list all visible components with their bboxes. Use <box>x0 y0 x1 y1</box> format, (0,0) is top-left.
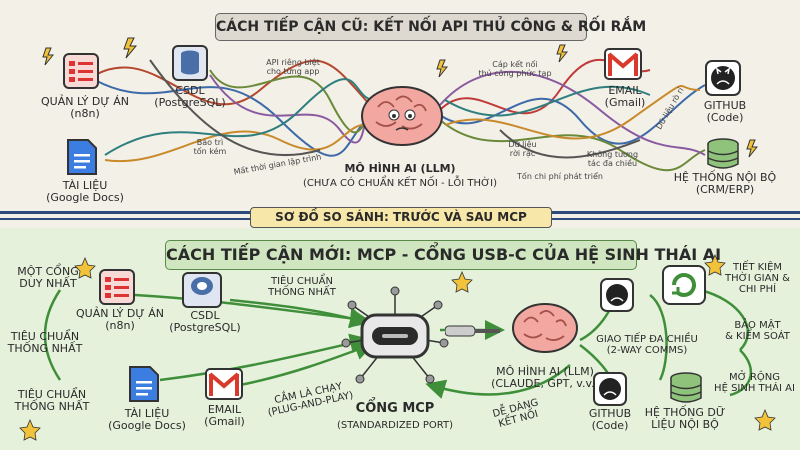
usb-c-port-icon <box>340 285 450 389</box>
old-db-label: CSDL(PostgreSQL) <box>154 84 226 109</box>
new-github-label: GITHUB(Code) <box>588 407 632 432</box>
note-expand-ecosystem: MỞ RỘNG HỆ SINH THÁI AI <box>714 372 795 394</box>
database-icon <box>172 45 208 85</box>
new-db-label: CSDL(PostgreSQL) <box>169 309 241 334</box>
note-separate-api: API riêng biệt cho từng app <box>266 58 320 76</box>
gmail-icon <box>604 48 642 84</box>
gmail-icon-new <box>205 368 243 404</box>
internal-system-icon <box>705 138 741 174</box>
refresh-icon <box>662 265 706 309</box>
database-icon-new <box>182 272 222 312</box>
comparison-banner: SƠ ĐỒ SO SÁNH: TRƯỚC VÀ SAU MCP <box>250 207 552 228</box>
mcp-port-label: CỔNG MCP <box>355 401 435 416</box>
note-save-time-cost: TIẾT KIỆM THỜI GIAN & CHI PHÍ <box>725 262 790 295</box>
new-llm-label: MÔ HÌNH AI (LLM)(CLAUDE, GPT, v.v.) <box>491 365 599 390</box>
github-icon-new <box>593 372 627 410</box>
note-incompatible: Không tương tác đa chiều <box>586 150 639 168</box>
old-approach-title: CÁCH TIẾP CẬN CŨ: KẾT NỐI API THỦ CÔNG &… <box>215 13 646 41</box>
new-docs-label: TÀI LIỆU(Google Docs) <box>108 407 186 432</box>
internal-system-icon-new <box>668 372 704 408</box>
old-project-label: QUẢN LÝ DỰ ÁN(n8n) <box>41 95 129 120</box>
document-icon-new <box>128 365 160 407</box>
new-approach-title: CÁCH TIẾP CẬN MỚI: MCP - CỔNG USB-C CỦA … <box>165 240 721 270</box>
github-icon <box>705 60 741 100</box>
document-icon <box>66 138 98 180</box>
note-costly: Bảo trì tốn kém <box>193 138 227 156</box>
old-llm-sub: (CHƯA CÓ CHUẨN KẾT NỐI - LỖI THỜI) <box>303 178 497 189</box>
brain-icon <box>358 82 446 154</box>
project-management-icon-new <box>98 268 136 310</box>
lightning-decorations <box>42 37 759 158</box>
old-llm-label: MÔ HÌNH AI (LLM) <box>344 162 456 175</box>
mcp-port-sub: (STANDARDIZED PORT) <box>336 420 454 431</box>
old-email-label: EMAIL(Gmail) <box>604 84 646 109</box>
new-internal-label: HỆ THỐNG DỮ LIỆU NỘI BỘ <box>644 406 726 431</box>
github-icon-new-top <box>600 278 634 316</box>
note-standard-2: TIÊU CHUẨN THỐNG NHẤT <box>14 388 90 413</box>
note-security: BẢO MẬT & KIỂM SOÁT <box>725 320 790 342</box>
note-standard-1: TIÊU CHUẨN THỐNG NHẤT <box>7 330 83 355</box>
old-internal-label: HỆ THỐNG NỘI BỘ(CRM/ERP) <box>673 171 777 196</box>
new-email-label: EMAIL(Gmail) <box>204 403 245 428</box>
old-docs-label: TÀI LIỆU(Google Docs) <box>46 179 124 204</box>
usb-c-cable-icon <box>444 320 500 346</box>
new-project-label: QUẢN LÝ DỰ ÁN(n8n) <box>76 307 164 332</box>
note-two-way: GIAO TIẾP ĐA CHIỀU (2-WAY COMMS) <box>596 334 698 356</box>
note-complex: Cáp kết nối thủ công phức tạp <box>478 60 552 78</box>
project-management-icon <box>62 52 100 94</box>
note-standard-3: TIÊU CHUẨN THỐNG NHẤT <box>268 276 336 298</box>
note-one-port: MỘT CỔNG DUY NHẤT <box>17 265 79 290</box>
old-github-label: GITHUB(Code) <box>703 99 747 124</box>
brain-icon-new <box>510 300 580 360</box>
note-dev-cost: Tốn chi phí phát triển <box>517 172 603 181</box>
note-scattered: Dữ liệu rời rạc <box>508 140 537 158</box>
